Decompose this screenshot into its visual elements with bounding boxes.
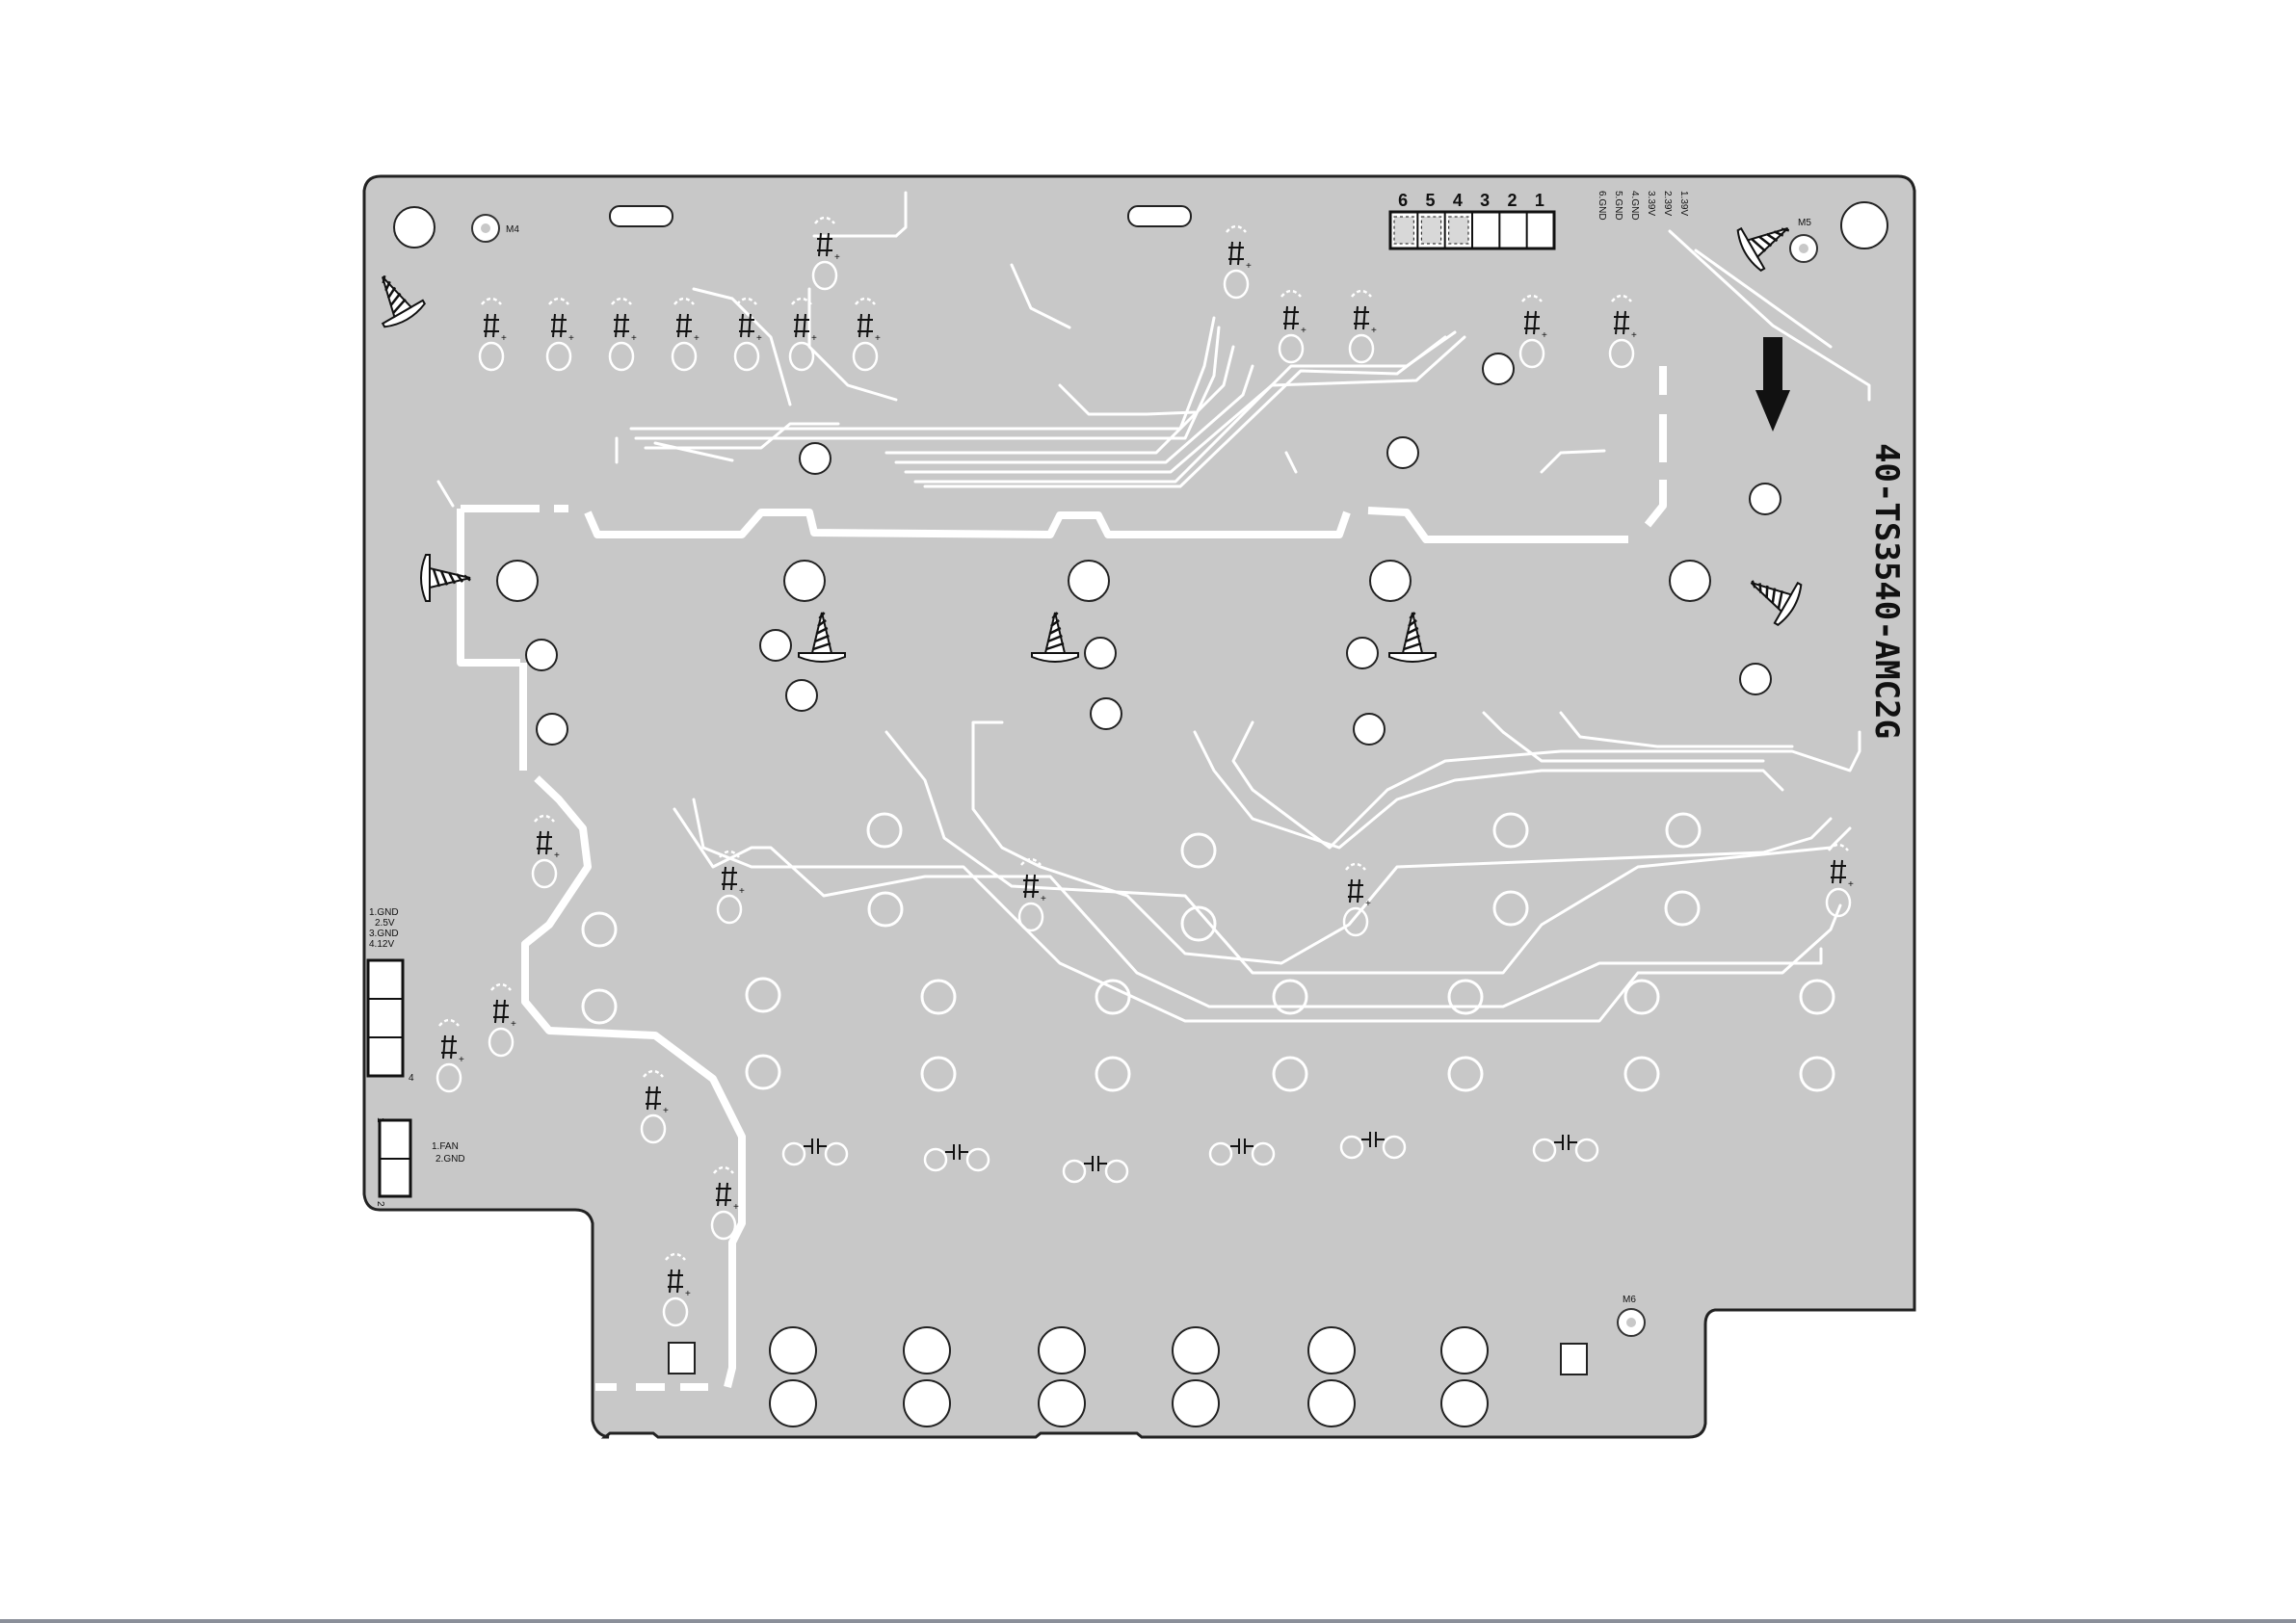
header-top-pin-number: 4: [1453, 191, 1463, 210]
svg-text:+: +: [1301, 326, 1306, 336]
through-hole: [770, 1380, 816, 1427]
through-hole: [760, 630, 791, 661]
header-left-pin-label: 3.GND: [369, 929, 399, 939]
through-hole: [800, 443, 831, 474]
mounting-hole-label-m6: M6: [1623, 1295, 1636, 1305]
svg-text:+: +: [1848, 879, 1854, 890]
through-hole: [1091, 698, 1122, 729]
through-hole: [1740, 664, 1771, 694]
through-hole: [904, 1380, 950, 1427]
svg-text:+: +: [1246, 261, 1252, 272]
part-number: 40-TS3540-AMC2G: [1867, 443, 1906, 739]
header-top-pin: [1394, 217, 1413, 244]
header-top-pin-label: 5.GND: [1613, 191, 1623, 221]
header-top-pin-number: 1: [1535, 191, 1544, 210]
header-left-pin-label: 2.5V: [375, 918, 395, 929]
header-top-pin: [1421, 217, 1440, 244]
header-top-pin: [1476, 217, 1495, 244]
through-hole: [1085, 638, 1116, 668]
header-fan-last-pin: 2: [375, 1201, 385, 1207]
through-hole: [1173, 1380, 1219, 1427]
svg-text:+: +: [511, 1019, 516, 1030]
through-hole: [1441, 1327, 1488, 1374]
header-top-pin-label: 2.39V: [1662, 191, 1673, 216]
svg-text:+: +: [685, 1289, 691, 1299]
through-hole: [1483, 353, 1514, 384]
through-hole: [1441, 1380, 1488, 1427]
mounting-hole-label-m4: M4: [506, 224, 519, 235]
svg-text:+: +: [554, 851, 560, 861]
through-hole: [1670, 561, 1710, 601]
svg-text:+: +: [1371, 326, 1377, 336]
svg-text:+: +: [663, 1106, 669, 1116]
through-hole: [1039, 1380, 1085, 1427]
header-top-pin-label: 1.39V: [1678, 191, 1689, 216]
header-fan-label-2: 2.GND: [435, 1154, 465, 1165]
header-top-pin-number: 2: [1508, 191, 1517, 210]
header-top-pin-number: 6: [1398, 191, 1408, 210]
svg-text:+: +: [631, 333, 637, 344]
svg-text:+: +: [1365, 899, 1371, 909]
header-fan-label-1: 1.FAN: [432, 1141, 459, 1152]
header-top-pin: [1531, 217, 1550, 244]
header-fan-first-pin: 1: [375, 1117, 385, 1123]
svg-text:+: +: [1542, 330, 1547, 341]
svg-text:+: +: [875, 333, 881, 344]
through-hole: [526, 640, 557, 670]
header-left-pin-label: 1.GND: [369, 907, 399, 918]
svg-text:+: +: [756, 333, 762, 344]
header-left-pin-label: 4.12V: [369, 939, 394, 950]
header-top-pin-label: 4.GND: [1629, 191, 1640, 221]
svg-text:+: +: [568, 333, 574, 344]
through-hole: [1039, 1327, 1085, 1374]
svg-text:+: +: [1631, 330, 1637, 341]
bottom-edge-strip: [0, 1619, 2296, 1623]
through-hole: [904, 1327, 950, 1374]
header-left-end-pin: 4: [409, 1073, 414, 1084]
svg-text:+: +: [501, 333, 507, 344]
through-hole: [1370, 561, 1411, 601]
through-hole: [537, 714, 567, 745]
board-outline: [364, 176, 1914, 1437]
through-hole: [1308, 1380, 1355, 1427]
through-hole: [497, 561, 538, 601]
svg-text:+: +: [694, 333, 699, 344]
mounting-hole-label-m5: M5: [1798, 218, 1811, 228]
through-hole: [1750, 484, 1781, 514]
through-hole: [784, 561, 825, 601]
header-top-pin: [1449, 217, 1468, 244]
svg-text:+: +: [733, 1202, 739, 1213]
header-top-pin-label: 6.GND: [1597, 191, 1607, 221]
through-hole: [1387, 437, 1418, 468]
header-top-pin-number: 3: [1480, 191, 1490, 210]
svg-text:+: +: [811, 333, 817, 344]
through-hole: [770, 1327, 816, 1374]
header-top-pin-number: 5: [1426, 191, 1436, 210]
svg-text:+: +: [1041, 894, 1046, 904]
header-top-pin: [1503, 217, 1522, 244]
svg-text:+: +: [459, 1055, 464, 1065]
through-hole: [1354, 714, 1385, 745]
svg-text:+: +: [834, 252, 840, 263]
through-hole: [1173, 1327, 1219, 1374]
header-top-pin-label: 3.39V: [1646, 191, 1656, 216]
through-hole: [1069, 561, 1109, 601]
through-hole: [786, 680, 817, 711]
through-hole: [1347, 638, 1378, 668]
through-hole: [1308, 1327, 1355, 1374]
svg-text:+: +: [739, 886, 745, 897]
